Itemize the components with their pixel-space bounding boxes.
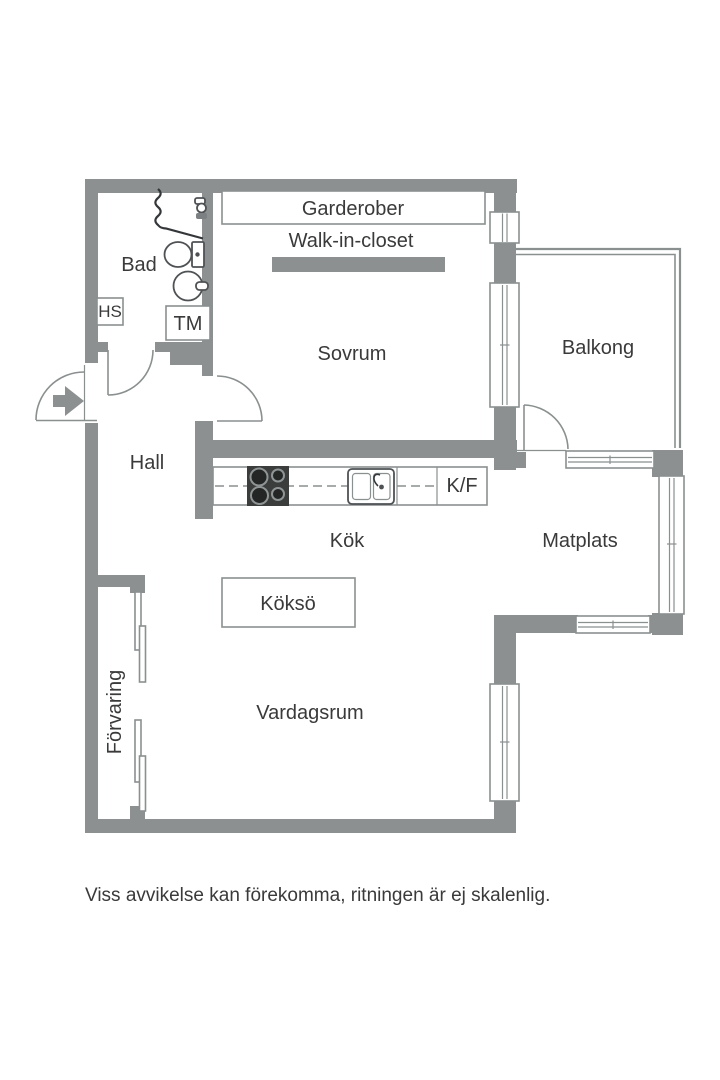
room-label-hall: Hall (130, 452, 164, 474)
label-tm: TM (174, 313, 203, 335)
wall-vardagsrum-right-2 (494, 800, 516, 833)
closet-boxes (96, 190, 486, 812)
wall-balcony-corner (652, 450, 683, 477)
room-label-kok: Kök (330, 530, 365, 552)
bedroom-door (216, 375, 263, 422)
garderober-box (221, 190, 486, 225)
wall-bottom (85, 819, 516, 833)
entrance-door (35, 365, 97, 422)
bath-sink-icon (172, 270, 209, 302)
forvaring-sliding-doors (134, 591, 147, 812)
kokso-box (221, 577, 356, 628)
wall-vardagsrum-right-1 (494, 633, 516, 685)
wall-bath-bottom-stub (85, 342, 108, 352)
entrance-arrow-icon (53, 386, 84, 416)
balcony-outline (516, 247, 682, 452)
disclaimer-text: Viss avvikelse kan förekomma, ritningen … (85, 885, 550, 906)
room-label-bad: Bad (121, 254, 157, 276)
wall-under-tm-2 (170, 352, 203, 365)
stove-icon (247, 466, 289, 506)
balcony-inner-line (516, 253, 676, 448)
wall-bed-right-1 (494, 179, 516, 213)
bathroom-door (107, 349, 154, 396)
shower-head-icon (194, 197, 207, 219)
label-kokso: Köksö (260, 593, 316, 615)
windows (489, 211, 685, 802)
wall-bed-right-2 (494, 243, 516, 283)
shower-curtain (154, 188, 204, 240)
wall-matplats-bottom (494, 615, 578, 633)
walls (85, 179, 683, 833)
window-bedroom-small (489, 211, 520, 244)
wall-forvaring-top (93, 575, 137, 587)
balcony-outer-line (516, 247, 682, 448)
labels: Garderober Walk-in-closet Sovrum Balkong… (85, 198, 634, 906)
label-garderober: Garderober (302, 198, 405, 220)
bathroom-fixtures (154, 188, 209, 302)
wall-left-upper (85, 179, 98, 363)
doors (35, 349, 569, 450)
hs-box (96, 297, 124, 326)
window-matplats-right (658, 475, 685, 615)
wall-top (85, 179, 517, 193)
wall-bed-right-3 (494, 407, 516, 470)
tm-box (165, 305, 211, 341)
window-matplats-bottom (575, 615, 651, 634)
wall-bath-right (202, 179, 213, 376)
room-label-balkong: Balkong (562, 337, 634, 359)
label-hs: HS (98, 302, 122, 321)
wall-forvaring-stub-top (130, 575, 145, 593)
room-label-forvaring: Förvaring (104, 670, 126, 754)
kitchen-sink-icon (347, 468, 395, 505)
label-kf: K/F (446, 475, 477, 497)
room-label-sovrum: Sovrum (318, 343, 387, 365)
label-walk-in-closet: Walk-in-closet (289, 230, 414, 252)
room-label-matplats: Matplats (542, 530, 618, 552)
wall-sovrum-bottom (213, 440, 517, 458)
window-bedroom-tall (489, 282, 520, 408)
closet-rail-bar (272, 257, 445, 272)
balcony-door (523, 404, 569, 450)
wall-balcony-step (516, 452, 526, 468)
wall-matplats-bottom-right (648, 615, 683, 633)
wall-left-lower (85, 423, 98, 833)
wall-hall-kitchen (195, 421, 213, 519)
toilet-icon (163, 241, 205, 268)
kitchen-counter (212, 466, 488, 506)
room-label-vardagsrum: Vardagsrum (256, 702, 363, 724)
window-balcony-bottom (565, 450, 655, 469)
window-vardagsrum-right (489, 683, 520, 802)
wall-under-tm (155, 342, 203, 352)
